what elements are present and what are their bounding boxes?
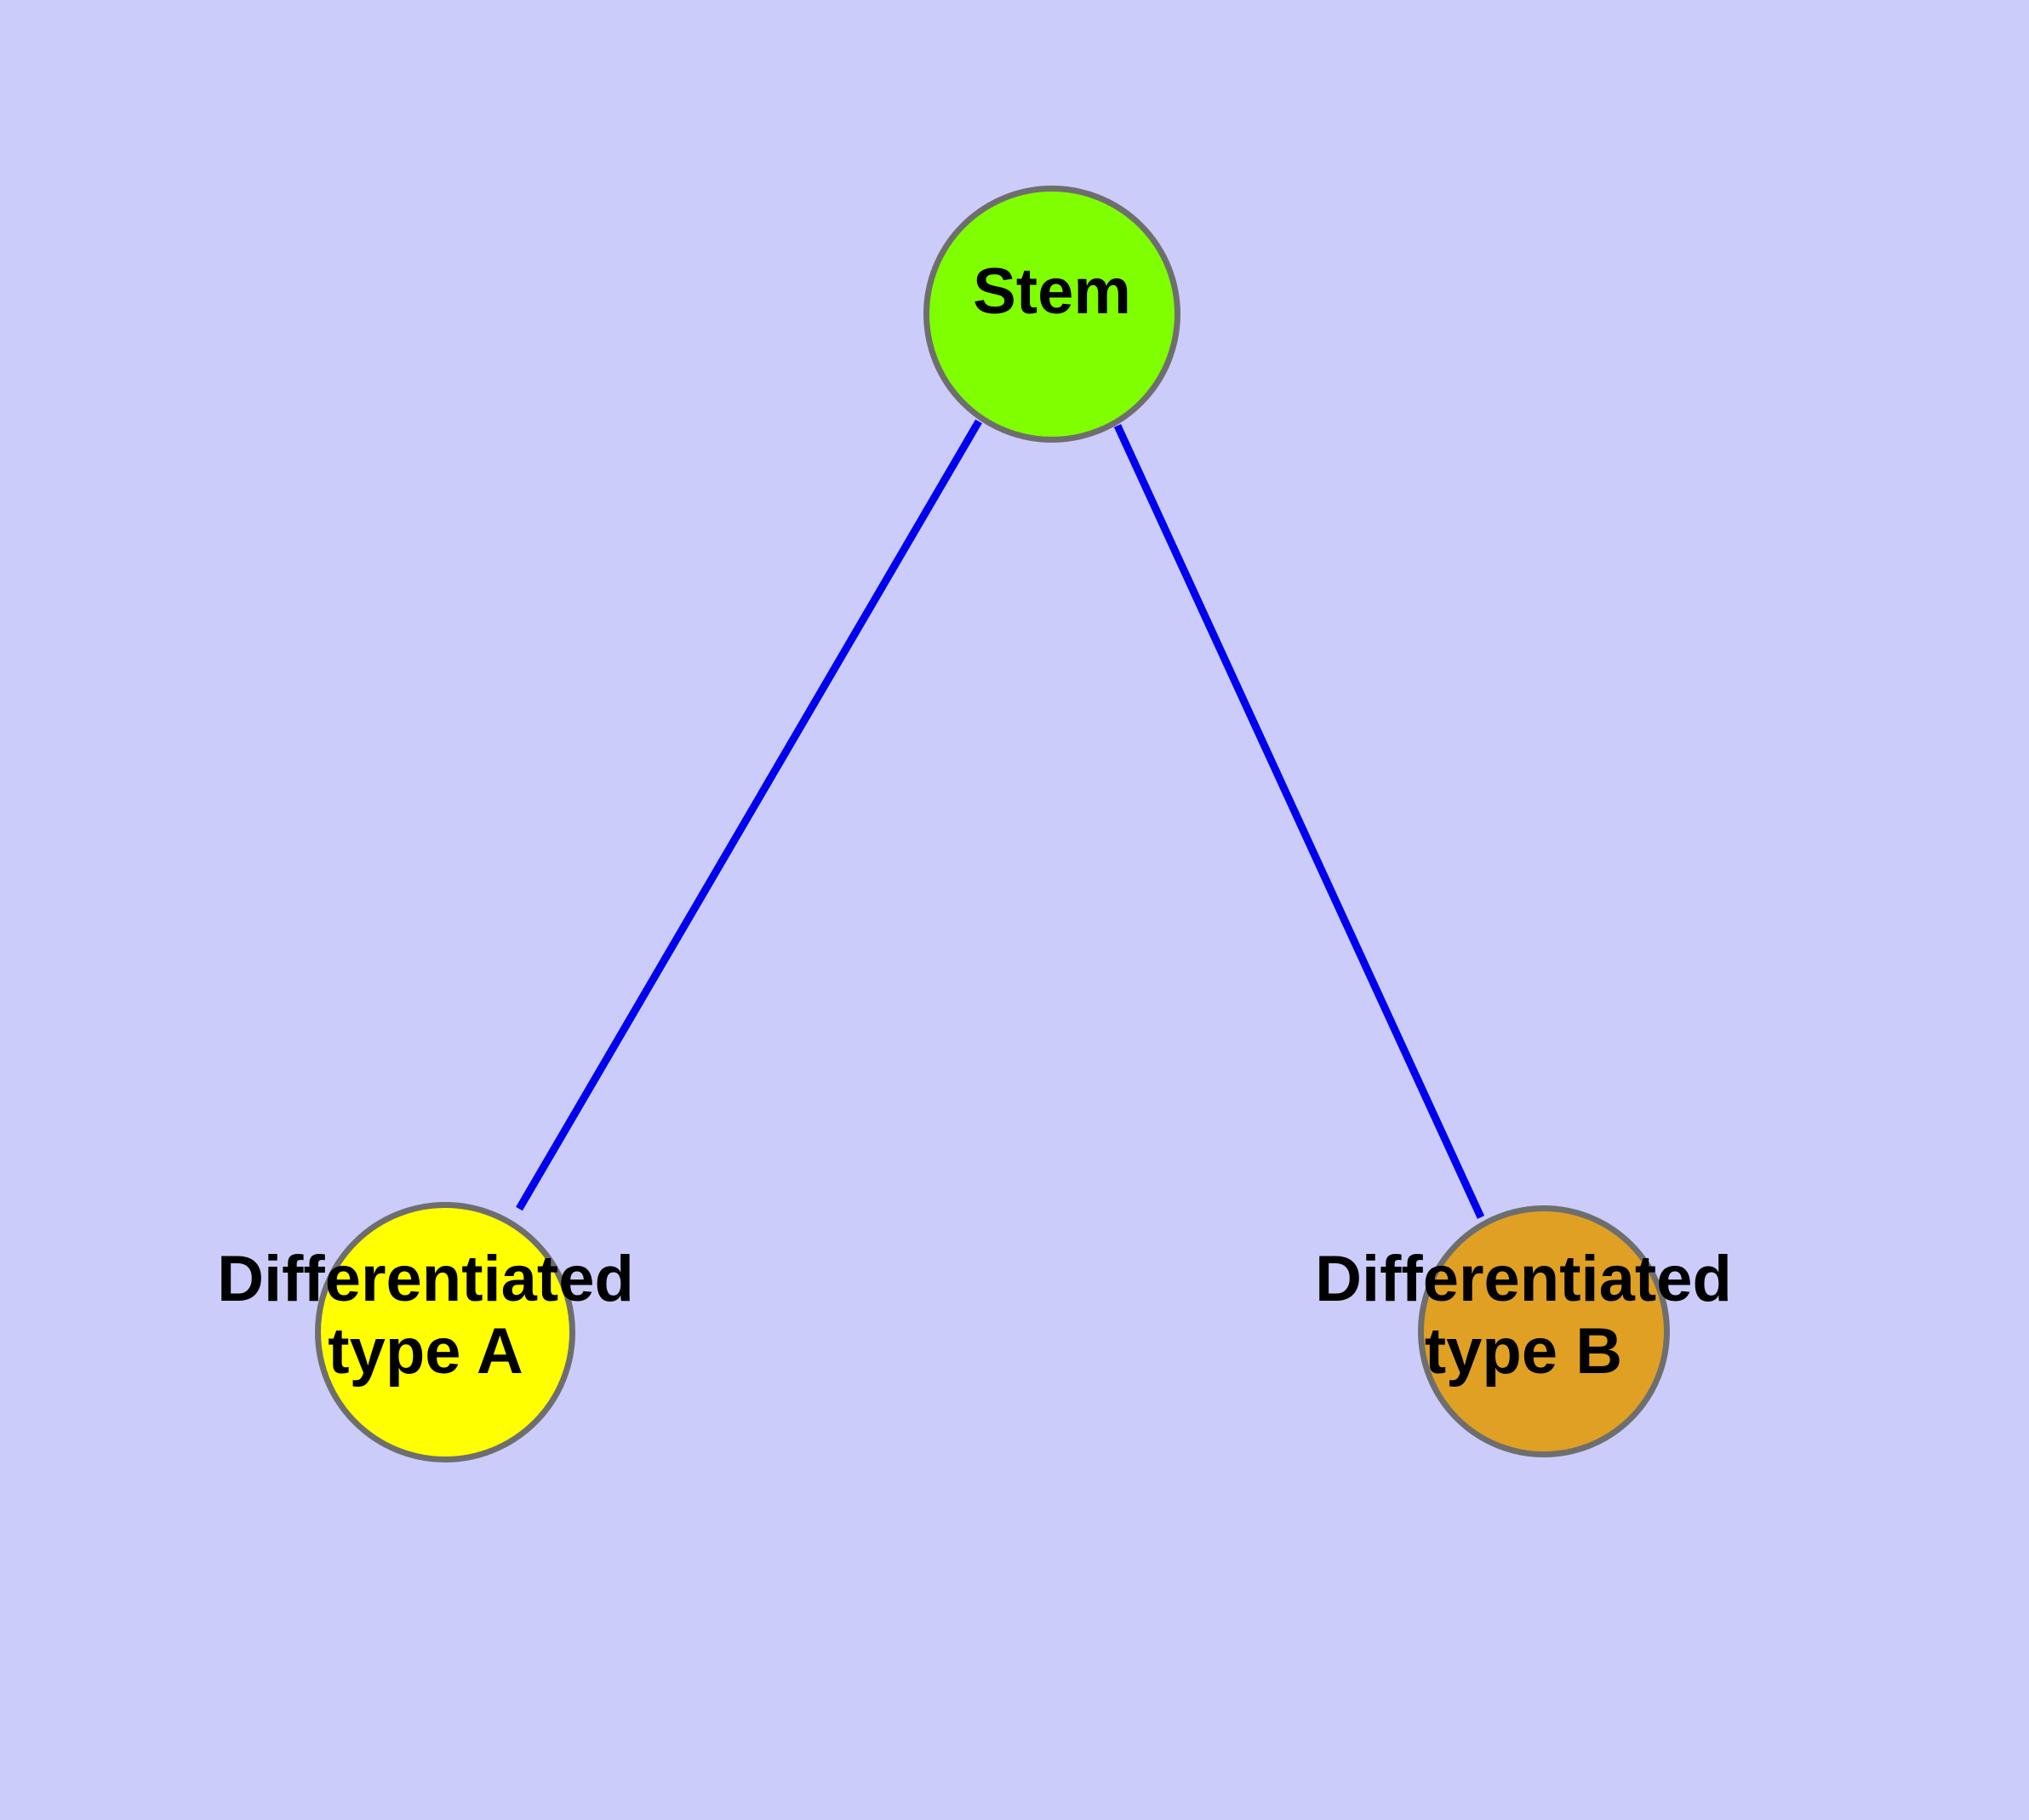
edge-stem-to-differentiated-type-a[interactable] — [516, 419, 982, 1211]
node-differentiated-type-b-label-line-1: Differentiated — [1315, 1243, 1732, 1315]
node-stem[interactable] — [923, 186, 1180, 443]
node-differentiated-type-a-label: Differentiated type A — [170, 1243, 681, 1388]
edge-stem-to-differentiated-type-b[interactable] — [1113, 424, 1485, 1219]
node-differentiated-type-a-label-line-2: type A — [328, 1315, 523, 1388]
node-differentiated-type-b-label: Differentiated type B — [1268, 1243, 1779, 1388]
node-stem-label: Stem — [797, 255, 1307, 328]
node-differentiated-type-b[interactable] — [1418, 1205, 1670, 1457]
node-differentiated-type-a-label-line-1: Differentiated — [217, 1243, 634, 1315]
node-differentiated-type-a[interactable] — [315, 1202, 575, 1462]
node-differentiated-type-b-label-line-2: type B — [1424, 1315, 1623, 1388]
node-stem-label-line-1: Stem — [973, 255, 1131, 328]
